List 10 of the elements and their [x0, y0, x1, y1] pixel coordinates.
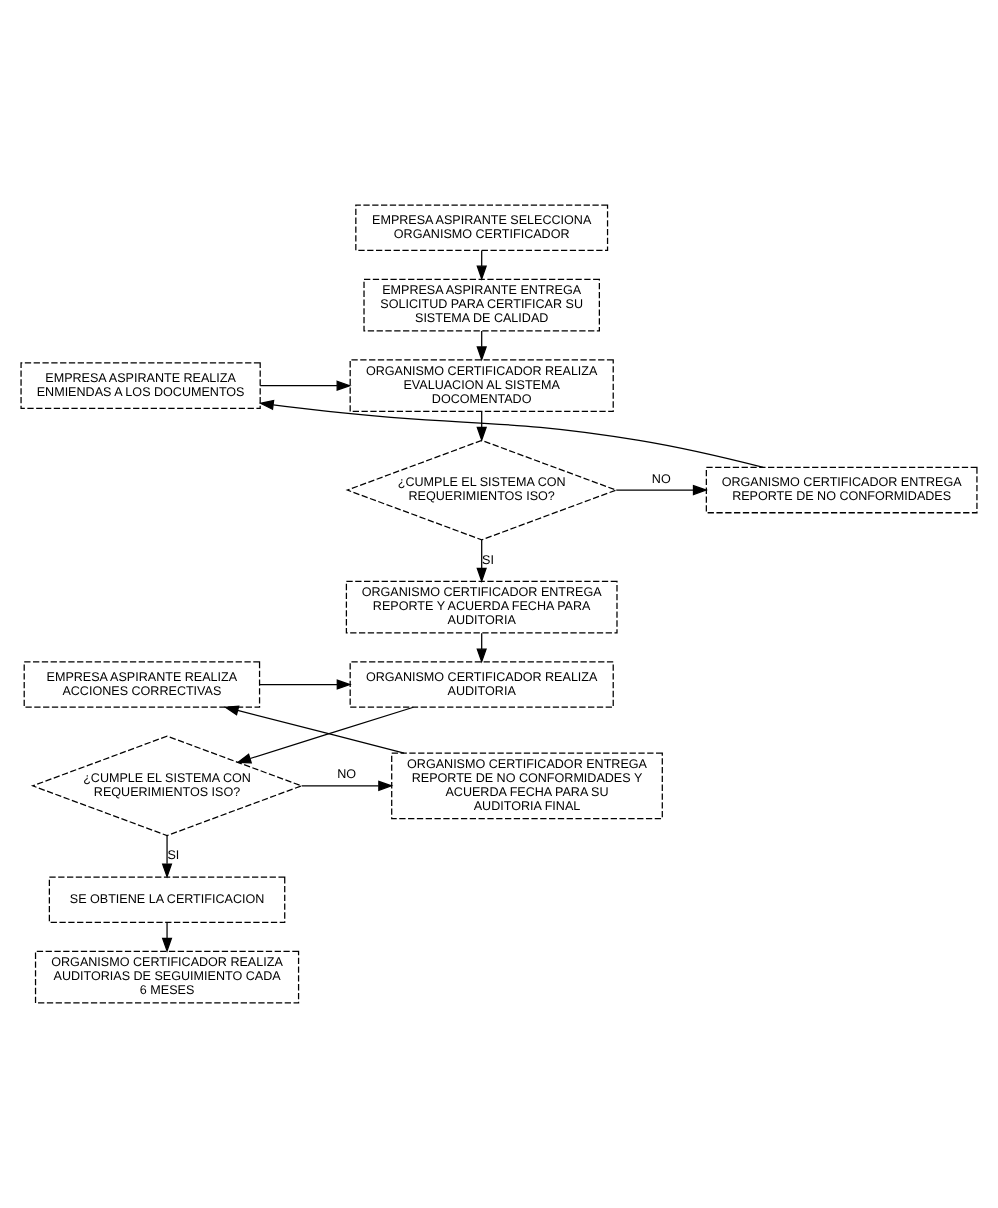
arrow	[259, 679, 352, 690]
arrow	[615, 484, 708, 496]
arrow	[476, 539, 487, 583]
arrow	[259, 380, 352, 391]
arrow	[223, 705, 405, 754]
arrow	[161, 835, 173, 879]
arrow	[300, 780, 394, 792]
arrow	[258, 399, 764, 468]
arrow	[236, 706, 415, 764]
arrow	[161, 922, 173, 953]
